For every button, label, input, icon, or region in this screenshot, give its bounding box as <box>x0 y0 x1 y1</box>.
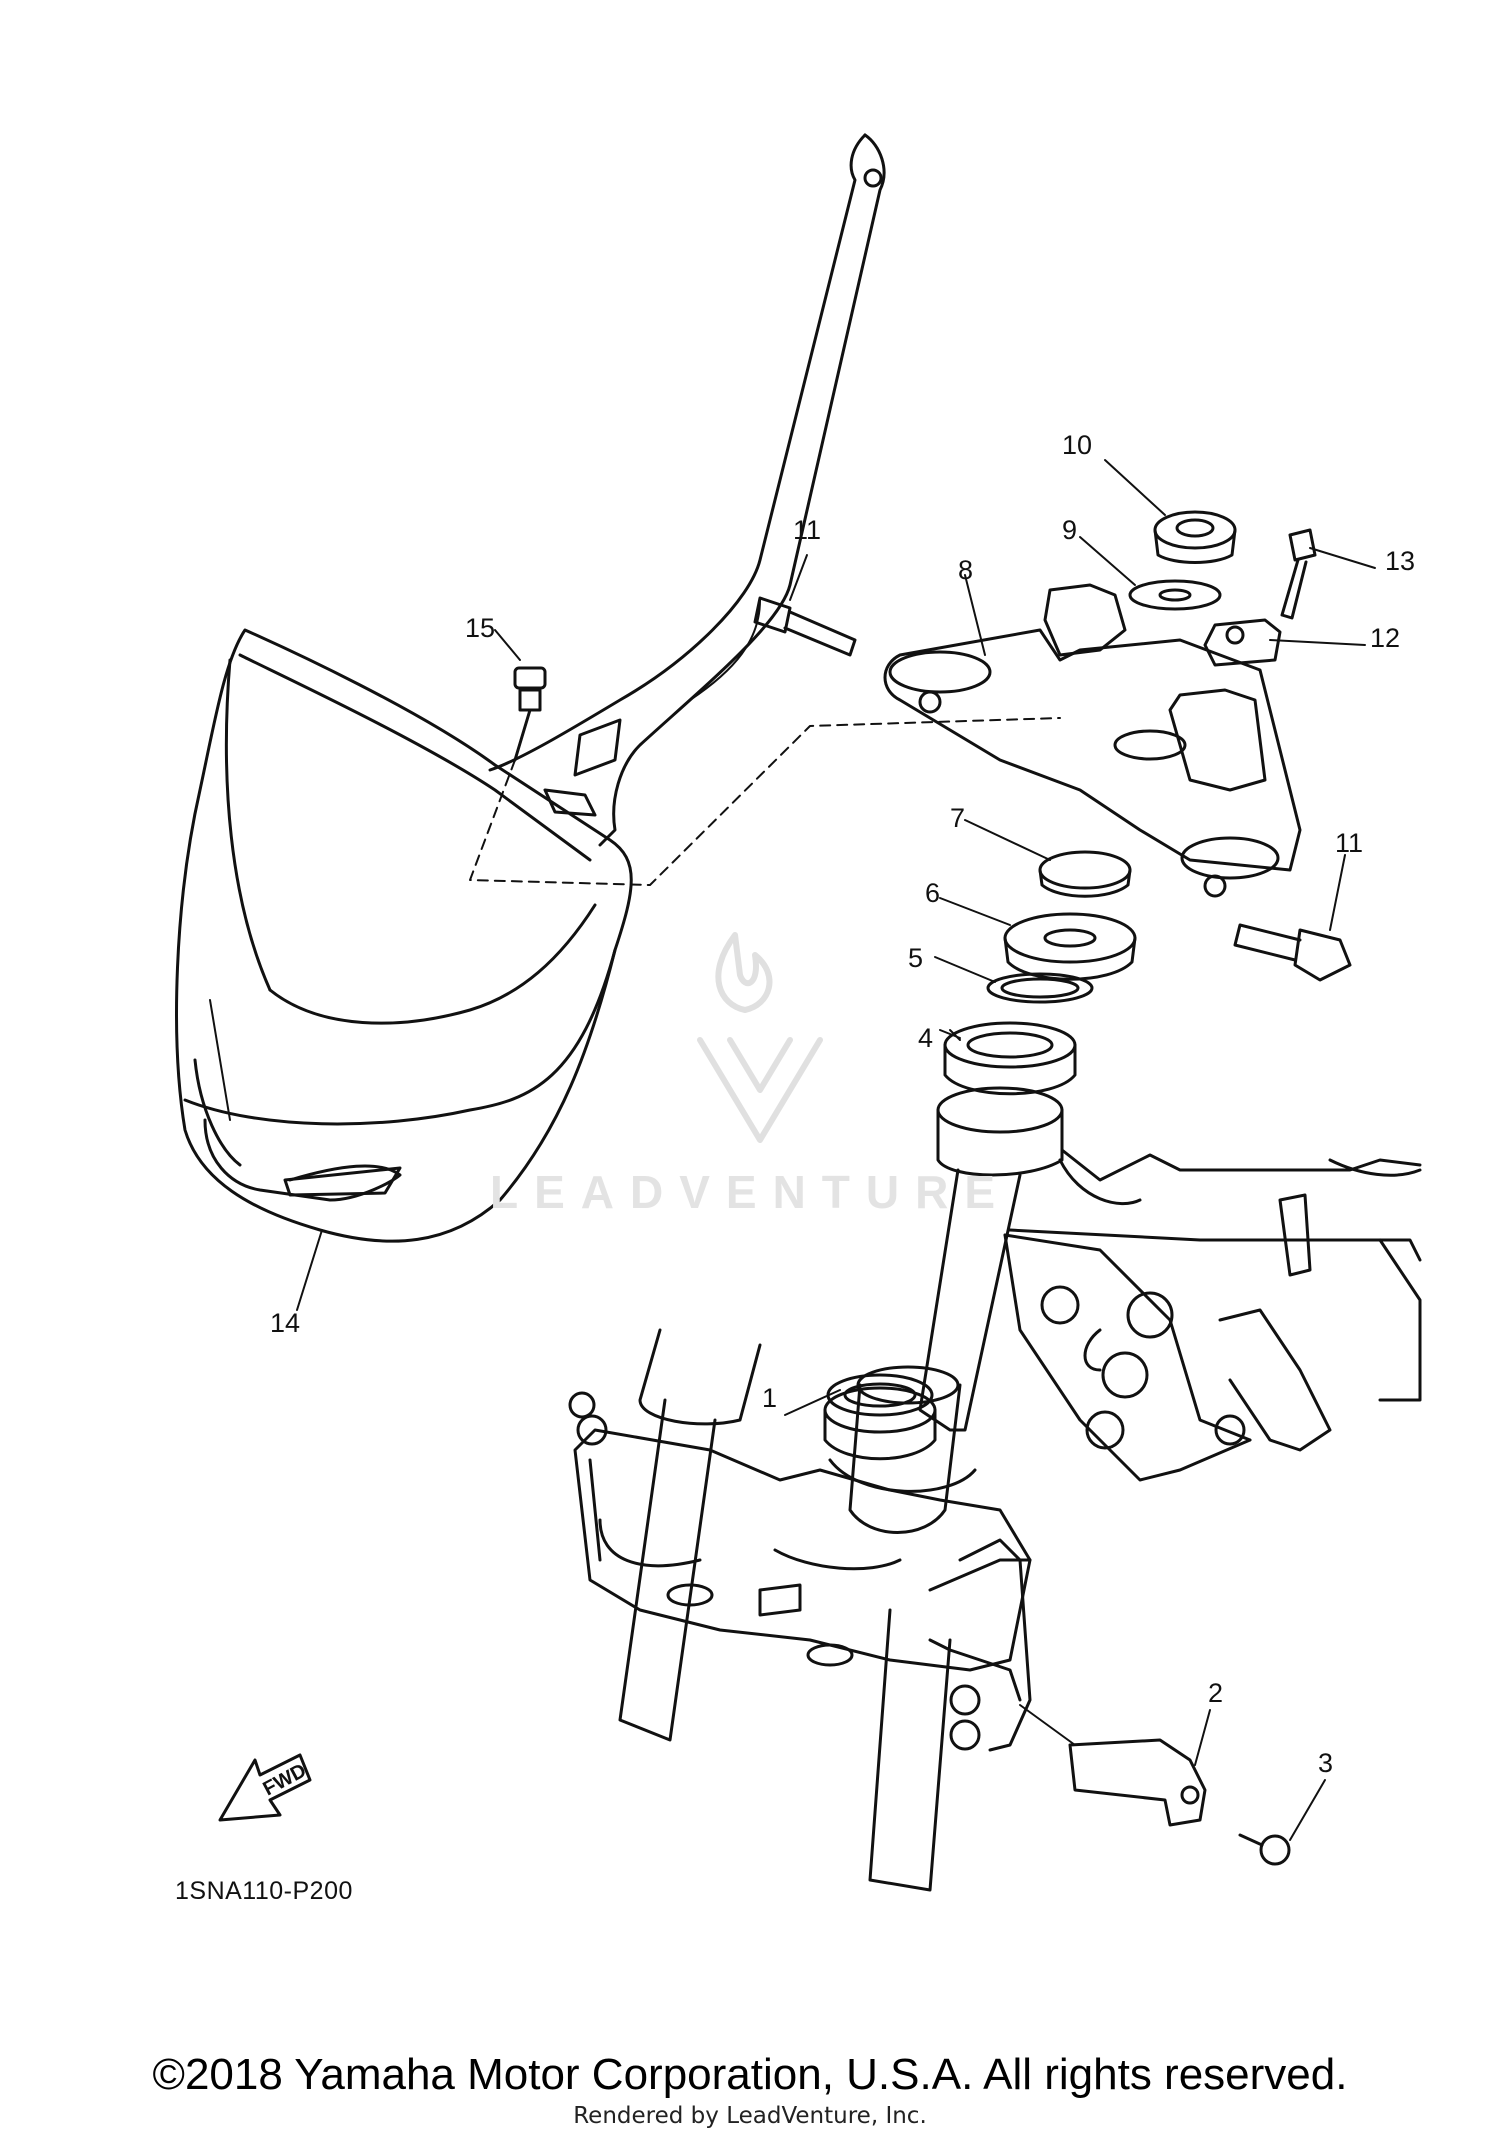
bolt-15 <box>513 666 547 762</box>
copyright-notice: ©2018 Yamaha Motor Corporation, U.S.A. A… <box>152 2050 1348 2099</box>
callout-5: 5 <box>908 943 924 973</box>
bearing-1 <box>826 1373 934 1417</box>
bolt-3 <box>1238 1833 1291 1866</box>
fork-tubes-lower-bracket <box>568 1328 1032 1892</box>
washer-6 <box>1003 912 1137 981</box>
callout-4: 4 <box>918 1023 934 1053</box>
callout-3: 3 <box>1318 1748 1334 1778</box>
steering-stem <box>823 1365 977 1534</box>
bolt-13 <box>1280 528 1317 620</box>
bearing-4 <box>943 1021 1077 1096</box>
callout-11-upper: 11 <box>793 515 822 545</box>
callout-1: 1 <box>762 1383 778 1413</box>
callout-8: 8 <box>958 555 974 585</box>
callout-13: 13 <box>1385 546 1416 576</box>
callout-9: 9 <box>1062 515 1078 545</box>
callout-7: 7 <box>950 803 966 833</box>
leader-lines <box>296 459 1376 1841</box>
seal-5 <box>986 972 1094 1004</box>
bracket-2 <box>1019 1704 1207 1827</box>
watermark-text: LEADVENTURE <box>490 1166 1012 1218</box>
callout-6: 6 <box>925 878 941 908</box>
clamp-12 <box>1203 618 1282 667</box>
nut-10 <box>1153 510 1237 564</box>
fwd-arrow-icon <box>218 1753 312 1822</box>
upper-bracket-8 <box>883 583 1302 898</box>
watermark-logo <box>697 932 823 1143</box>
callout-11-lower: 11 <box>1335 828 1364 858</box>
drawing-code: 1SNA110-P200 <box>175 1877 353 1905</box>
callout-15: 15 <box>465 613 496 643</box>
rendered-by-notice: Rendered by LeadVenture, Inc. <box>573 2103 927 2129</box>
callout-12: 12 <box>1370 623 1401 653</box>
callout-10: 10 <box>1062 430 1093 460</box>
bolt-11-lower <box>1233 923 1352 982</box>
ring-nut-7 <box>1038 850 1132 898</box>
bolt-11-upper <box>753 596 857 657</box>
callout-14: 14 <box>270 1308 301 1338</box>
callout-2: 2 <box>1208 1678 1224 1708</box>
frame-head-pipe <box>918 1086 1422 1482</box>
number-plate-14 <box>175 628 633 1243</box>
plate-stay <box>488 133 886 847</box>
washer-9 <box>1128 579 1222 611</box>
dashed-guide <box>469 717 1061 886</box>
